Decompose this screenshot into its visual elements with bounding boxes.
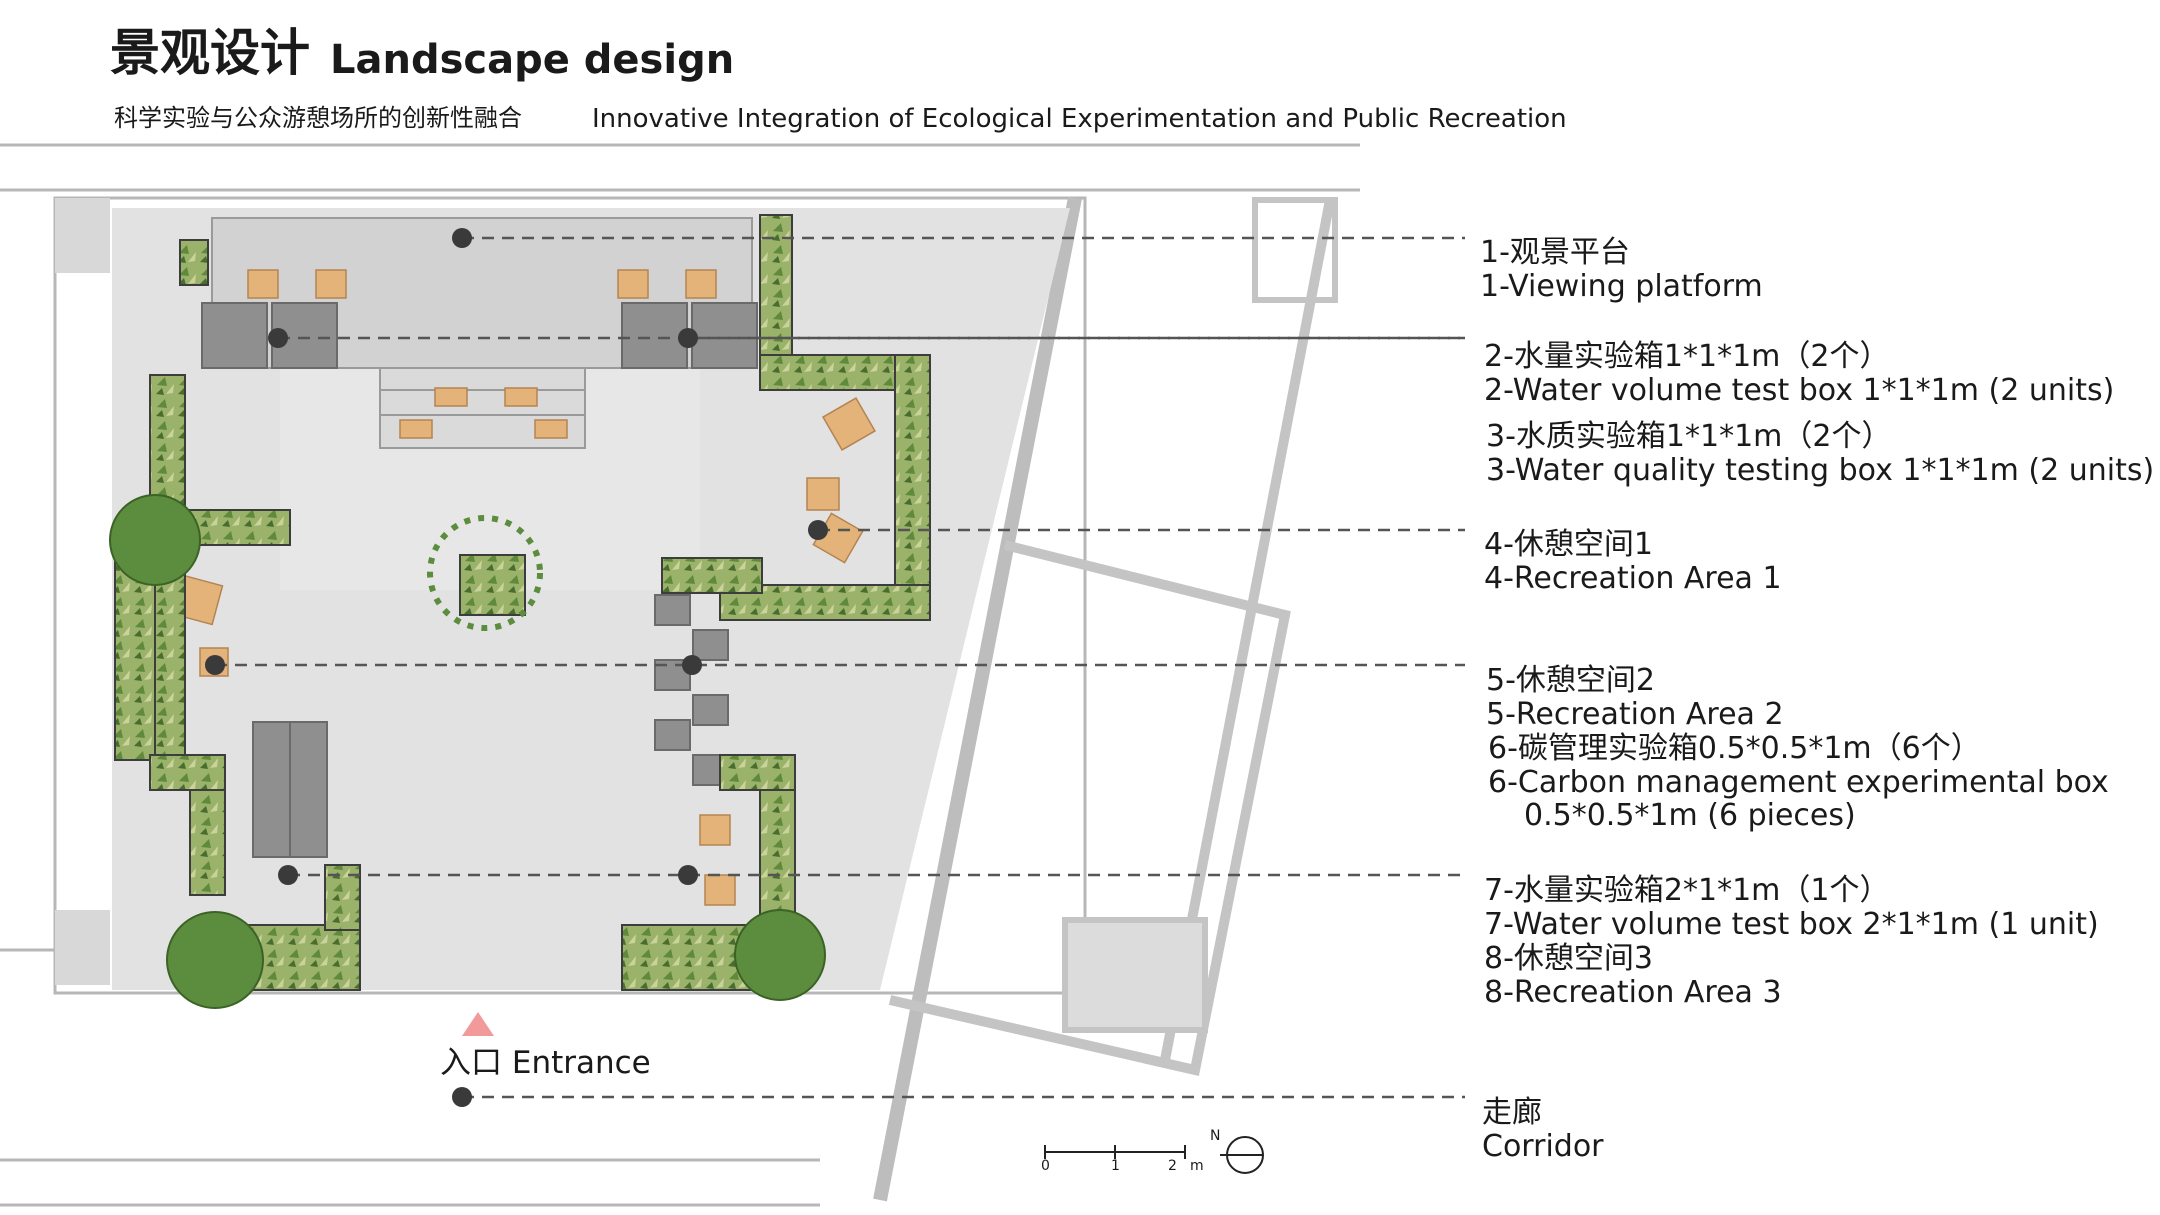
subtitle-english: Innovative Integration of Ecological Exp… bbox=[592, 104, 1567, 134]
legend-item-4-en: 4-Recreation Area 1 bbox=[1484, 560, 1782, 596]
legend-item-1-zh: 1-观景平台 bbox=[1480, 235, 1630, 270]
legend-item-7: 7-水量实验箱2*1*1m（1个） 7-Water volume test bo… bbox=[1484, 874, 2099, 941]
leader-dots bbox=[205, 228, 828, 1107]
entrance-marker bbox=[462, 1012, 494, 1036]
carbon-management-boxes bbox=[654, 594, 729, 786]
legend-item-8-zh: 8-休憩空间3 bbox=[1484, 941, 1653, 976]
scale-tick-2: 2 bbox=[1168, 1158, 1177, 1174]
legend-item-6-zh: 6-碳管理实验箱0.5*0.5*1m（6个） bbox=[1488, 731, 1981, 766]
slanted-walls bbox=[873, 196, 1082, 1202]
scale-unit: m bbox=[1190, 1158, 1204, 1174]
legend-item-2: 2-水量实验箱1*1*1m（2个） 2-Water volume test bo… bbox=[1484, 340, 2114, 407]
title-english: Landscape design bbox=[330, 37, 735, 83]
legend-corridor: 走廊 Corridor bbox=[1482, 1096, 1604, 1163]
legend-item-3-zh: 3-水质实验箱1*1*1m（2个） bbox=[1486, 419, 1892, 454]
legend-item-4-zh: 4-休憩空间1 bbox=[1484, 527, 1653, 562]
entrance-label: 入口 Entrance bbox=[440, 1045, 651, 1081]
legend-item-3-en: 3-Water quality testing box 1*1*1m (2 un… bbox=[1486, 452, 2155, 488]
north-arrow-icon bbox=[1220, 1136, 1264, 1174]
legend-item-3: 3-水质实验箱1*1*1m（2个） 3-Water quality testin… bbox=[1486, 420, 2154, 487]
legend-corridor-zh: 走廊 bbox=[1482, 1095, 1542, 1130]
scale-tick-1: 1 bbox=[1111, 1158, 1120, 1174]
legend-item-6-en-size: 0.5*0.5*1m (6 pieces) bbox=[1524, 798, 1856, 834]
scale-bar bbox=[1044, 1145, 1186, 1159]
leader-lines bbox=[215, 236, 1465, 1099]
legend-item-6-en: 6-Carbon management experimental box bbox=[1488, 764, 2109, 800]
water-volume-box-large bbox=[252, 721, 328, 858]
legend-item-7-en: 7-Water volume test box 2*1*1m (1 unit) bbox=[1484, 906, 2099, 942]
right-building bbox=[888, 197, 1338, 1077]
north-label: N bbox=[1210, 1128, 1221, 1144]
legend-corridor-en: Corridor bbox=[1482, 1128, 1604, 1164]
legend-item-5-zh: 5-休憩空间2 bbox=[1486, 663, 1655, 698]
column-2 bbox=[55, 910, 110, 985]
legend-item-5: 5-休憩空间2 5-Recreation Area 2 bbox=[1486, 664, 1784, 731]
legend-item-1-en: 1-Viewing platform bbox=[1480, 268, 1763, 304]
scale-tick-0: 0 bbox=[1041, 1158, 1050, 1174]
legend-item-7-zh: 7-水量实验箱2*1*1m（1个） bbox=[1484, 873, 1890, 908]
column-1 bbox=[55, 198, 110, 273]
legend-item-1: 1-观景平台 1-Viewing platform bbox=[1480, 236, 1763, 303]
legend-item-2-zh: 2-水量实验箱1*1*1m（2个） bbox=[1484, 339, 1890, 374]
title-chinese: 景观设计 bbox=[110, 24, 310, 82]
building-walls bbox=[0, 143, 1360, 1207]
legend-item-6: 6-碳管理实验箱0.5*0.5*1m（6个） 6-Carbon manageme… bbox=[1488, 732, 2109, 833]
legend-item-5-en: 5-Recreation Area 2 bbox=[1486, 696, 1784, 732]
water-volume-test-boxes bbox=[201, 302, 758, 369]
legend-item-4: 4-休憩空间1 4-Recreation Area 1 bbox=[1484, 528, 1782, 595]
legend-item-2-en: 2-Water volume test box 1*1*1m (2 units) bbox=[1484, 372, 2115, 408]
legend-item-8: 8-休憩空间3 8-Recreation Area 3 bbox=[1484, 942, 1782, 1009]
legend-item-8-en: 8-Recreation Area 3 bbox=[1484, 974, 1782, 1010]
trees bbox=[109, 494, 826, 1009]
subtitle-chinese: 科学实验与公众游憩场所的创新性融合 bbox=[114, 104, 522, 132]
